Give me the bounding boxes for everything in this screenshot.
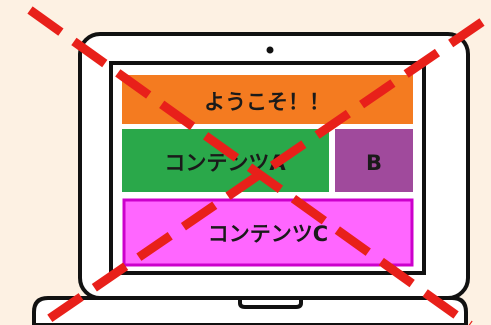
content-a-rect [122,129,329,192]
laptop-base [32,296,468,325]
content-c-label: コンテンツC [208,222,328,246]
content-a-block: コンテンツA [122,129,329,192]
camera-dot-icon [266,46,274,54]
content-b-label: B [366,151,382,175]
cross-line-1 [27,6,473,325]
wireframe-layout: ようこそ！！ コンテンツA B コンテンツC [122,75,414,267]
header-label: ようこそ！！ [204,90,330,114]
cross-mark-icon [27,6,485,325]
cross-line-2 [37,18,485,325]
content-b-block: B [335,129,413,192]
content-c-block: コンテンツC [122,198,414,267]
content-c-rect [122,198,414,267]
laptop-notch [238,298,303,309]
content-b-rect [335,129,413,192]
